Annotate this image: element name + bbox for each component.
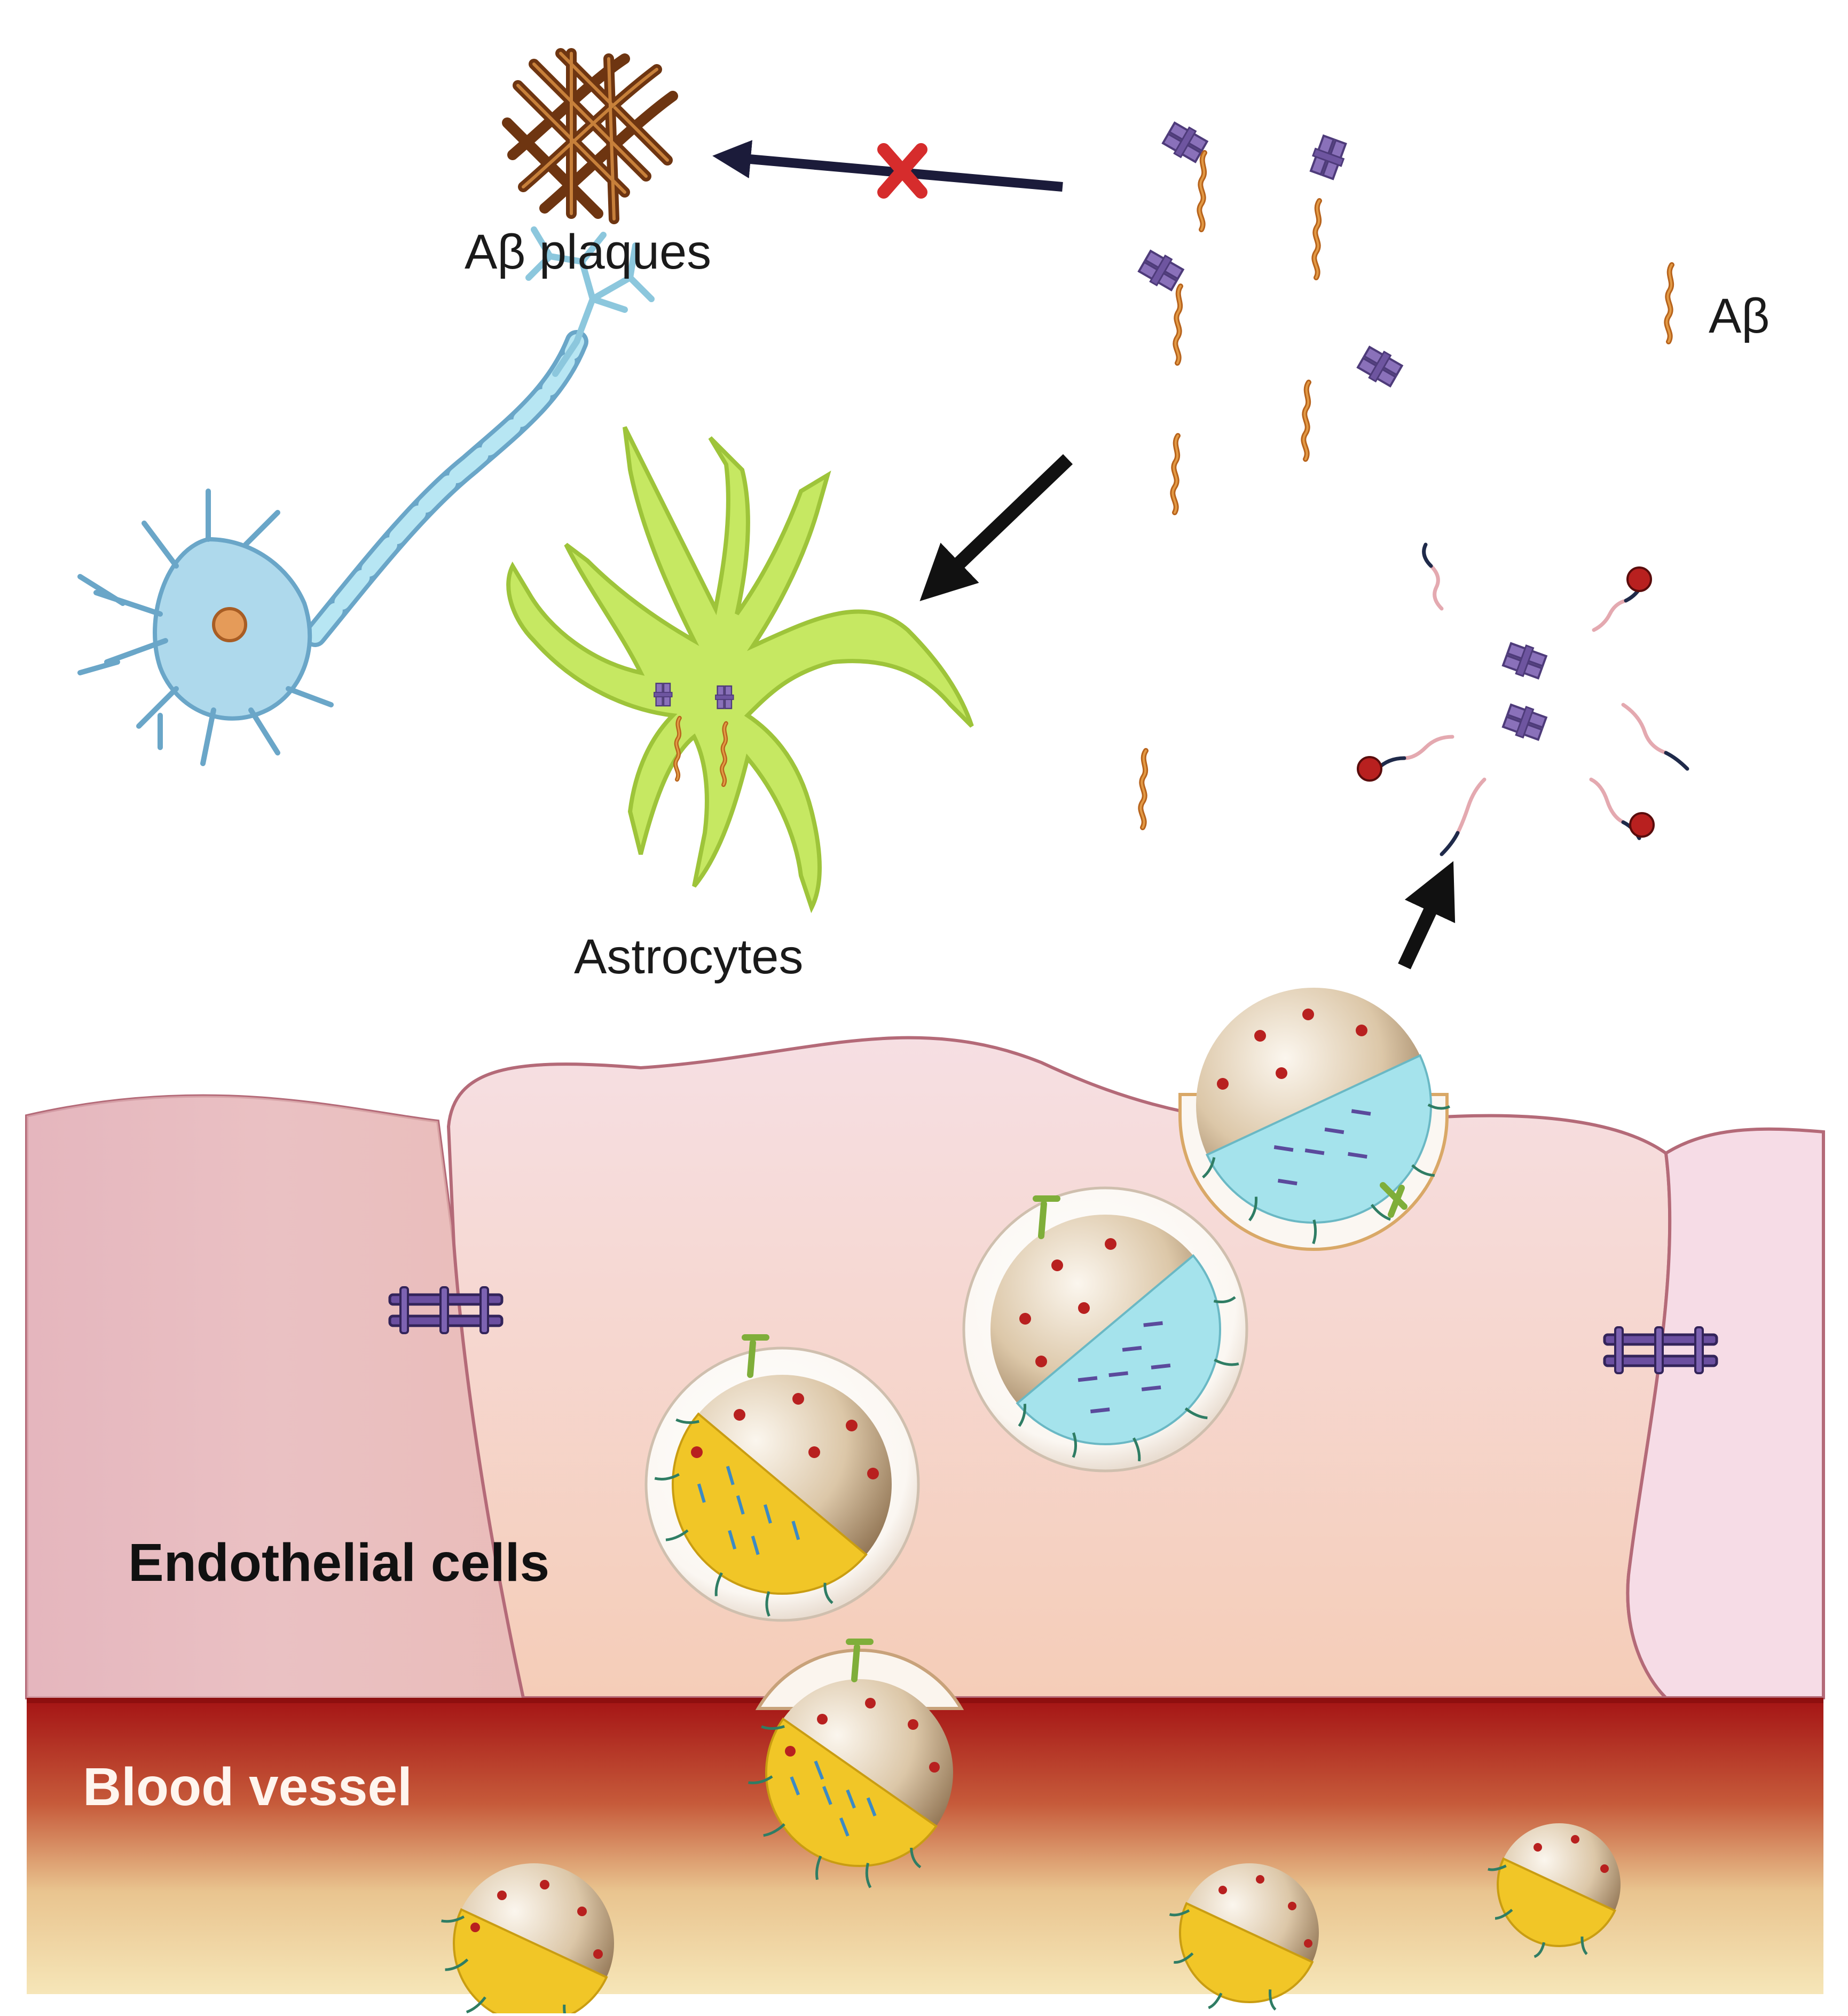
amyloid-beta-icon [1303, 382, 1309, 459]
nanoparticle-icon [1488, 1823, 1621, 1958]
neuron-icon [77, 226, 655, 766]
amyloid-beta-group [1136, 119, 1672, 828]
release-arrow [1398, 861, 1456, 970]
amyloid-beta-icon [1175, 286, 1181, 363]
nanoparticle-icon [441, 1863, 614, 2016]
released-antibody-complex [1357, 542, 1689, 856]
nanoparticle-icon [748, 1639, 964, 1888]
nanoparticle-icon [644, 1334, 920, 1622]
label-ab: Aβ [1709, 289, 1770, 343]
antibody-icon [1500, 639, 1548, 682]
astrocyte-icon [506, 426, 974, 914]
antibody-icon [1355, 343, 1405, 390]
tight-junction-icon [1605, 1327, 1717, 1373]
plaque-icon [502, 48, 678, 224]
amyloid-beta-icon [1314, 201, 1319, 278]
label-endothelial-cells: Endothelial cells [128, 1533, 550, 1593]
antibody-icon [1307, 133, 1350, 182]
amyloid-beta-icon [1666, 265, 1672, 342]
nanoparticle-icon [962, 1186, 1248, 1472]
nanoparticle-icon [1169, 1863, 1319, 2011]
label-ab-plaques: Aβ plaques [465, 225, 712, 279]
amyloid-beta-icon [1141, 751, 1146, 828]
amyloid-beta-icon [1199, 153, 1205, 230]
tight-junction-icon [390, 1287, 502, 1333]
nanoparticle-icon [1178, 988, 1450, 1251]
label-astrocytes: Astrocytes [574, 930, 804, 984]
uptake-arrow [919, 454, 1073, 601]
amyloid-beta-icon [1173, 436, 1178, 513]
inhibition-x-icon [877, 143, 927, 199]
antibody-icon [1500, 700, 1548, 744]
label-blood-vessel: Blood vessel [83, 1757, 412, 1817]
endothelial-layer [25, 1036, 1825, 1699]
